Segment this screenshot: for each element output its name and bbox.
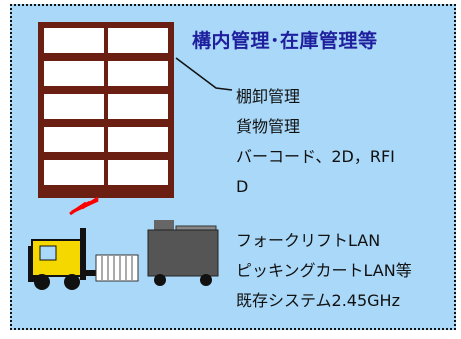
pallet-icon	[95, 254, 139, 282]
upper-item: バーコード、2D，RFI	[236, 147, 395, 166]
picking-cart-icon	[147, 220, 219, 286]
upper-item: 貨物管理	[236, 117, 301, 136]
leader-line	[175, 57, 233, 91]
warehouse-rack-icon	[38, 22, 174, 198]
forklift-icon	[28, 228, 112, 290]
upper-item: D	[236, 177, 249, 196]
lower-item-list: フォークリフトLAN ピッキングカートLAN等 既存システム2.45GHz	[236, 226, 412, 316]
upper-item: 棚卸管理	[236, 87, 301, 106]
lower-item: ピッキングカートLAN等	[236, 261, 412, 280]
lower-item: フォークリフトLAN	[236, 231, 381, 250]
upper-item-list: 棚卸管理 貨物管理 バーコード、2D，RFI D	[236, 82, 395, 202]
lower-item: 既存システム2.45GHz	[236, 291, 400, 310]
title-label: 構内管理･在庫管理等	[192, 30, 378, 52]
